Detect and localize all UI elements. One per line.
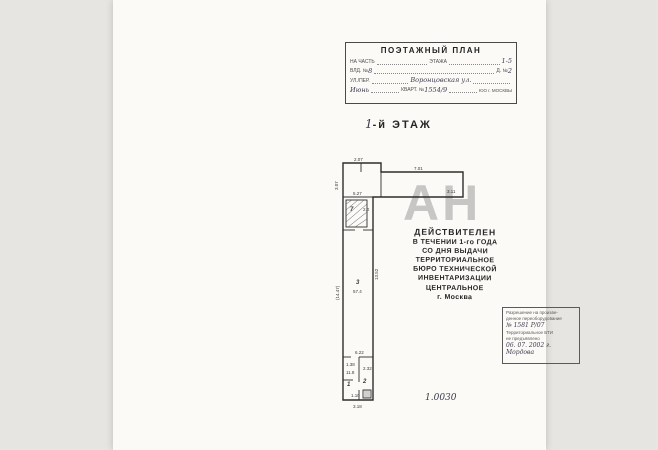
dotted-leader — [473, 79, 510, 84]
permission-line: Территориальное БТИ — [506, 329, 553, 335]
dotted-leader — [376, 60, 428, 65]
plan-area-label: 57.4 — [353, 289, 362, 294]
label-dom: Д. № — [496, 68, 508, 74]
permission-line: Разрешение на произве- — [506, 310, 558, 315]
permission-stamp-box: Разрешение на произве- денное переоборуд… — [502, 307, 580, 364]
plan-dimension-label: 3.07 — [334, 181, 339, 190]
value-vld: 8 — [368, 66, 373, 75]
plan-dimension-label: 6.22 — [355, 350, 364, 355]
plan-dimension-label: 3.11 — [447, 189, 456, 194]
permission-signature-handwritten: Мордова — [506, 349, 535, 357]
form-row-street: УЛ./ПЕР. Воронцовская ул. — [350, 77, 512, 84]
value-floor-range: 1-5 — [501, 57, 512, 65]
permission-line: не предъявлено — [506, 335, 540, 341]
form-row-vladenie: ВЛД. № 8 Д. № 2 — [350, 66, 512, 75]
bti-stamp-line: В ТЕЧЕНИИ 1-го ГОДА — [412, 238, 498, 247]
label-na-chast: НА ЧАСТЬ — [350, 58, 375, 65]
scanned-paper-sheet: ПОЭТАЖНЫЙ ПЛАН НА ЧАСТЬ ЭТАЖА 1-5 ВЛД. №… — [113, 0, 580, 450]
form-row-kvartal: Июнь КВАРТ. № 1554/9 ЮО г. МОСКВЫ — [350, 85, 512, 94]
plan-area-label: 11.8 — [346, 370, 355, 375]
floor-label: 1-й ЭТАЖ — [365, 117, 432, 131]
plan-stairs-treads — [364, 390, 370, 398]
floor-number-handwritten: 1 — [365, 117, 373, 131]
permission-line: денное переоборудование — [506, 316, 562, 322]
floor-plan-header-form: ПОЭТАЖНЫЙ ПЛАН НА ЧАСТЬ ЭТАЖА 1-5 ВЛД. №… — [345, 42, 517, 104]
bti-stamp-line: ДЕЙСТВИТЕЛЕН — [414, 226, 497, 238]
permission-date-handwritten: 06. 07. 2002 г. — [506, 341, 552, 349]
value-kvartal: 1554/9 — [424, 85, 448, 94]
floor-plan-drawing: 2.07 7.01 3.11 5.27 3.07 7 2.0 3 57.4 (1… — [334, 157, 464, 409]
plan-dimension-label: 3.18 — [353, 404, 362, 409]
plan-room-number: 1 — [347, 382, 351, 388]
label-street: УЛ./ПЕР. — [350, 77, 370, 84]
floor-suffix: -й ЭТАЖ — [372, 119, 432, 131]
plan-wc-room — [345, 199, 368, 228]
dotted-leader — [374, 69, 495, 74]
value-month: Июнь — [350, 85, 370, 94]
value-dom: 2 — [507, 66, 512, 75]
plan-dimension-label: 1.10 — [351, 393, 360, 398]
value-street: Воронцовская ул. — [410, 76, 472, 84]
plan-dimension-label: 7.01 — [414, 166, 423, 171]
label-district: ЮО г. МОСКВЫ — [479, 87, 512, 93]
plan-dimension-label: 2.07 — [354, 157, 363, 162]
dotted-leader — [449, 60, 500, 65]
dotted-leader — [371, 79, 409, 84]
label-etazha: ЭТАЖА — [429, 58, 447, 65]
document-title: ПОЭТАЖНЫЙ ПЛАН — [380, 46, 482, 55]
watermark-text: АН — [403, 175, 482, 231]
plan-room-number: 3 — [356, 280, 360, 286]
handwritten-page-number: 1.0030 — [425, 393, 457, 403]
plan-dimension-label: 13.52 — [374, 268, 379, 280]
plan-room-number: 7 — [350, 207, 354, 213]
plan-dimension-label: 2.0 — [363, 207, 370, 212]
plan-dimension-label: 1.38 — [346, 362, 355, 367]
plan-dimension-label: 2.32 — [363, 366, 372, 371]
dotted-leader — [449, 88, 478, 93]
bti-stamp-line: г. Москва — [437, 293, 473, 301]
dotted-leader — [371, 88, 400, 93]
bti-stamp-line: ИНВЕНТАРИЗАЦИИ — [418, 275, 492, 283]
bti-stamp: ДЕЙСТВИТЕЛЕН В ТЕЧЕНИИ 1-го ГОДА СО ДНЯ … — [404, 227, 507, 302]
plan-dimension-label: (14.47) — [335, 285, 340, 300]
permission-number-handwritten: № 1581 Р/07 — [506, 322, 545, 330]
plan-outline — [342, 162, 464, 401]
form-row-floor: НА ЧАСТЬ ЭТАЖА 1-5 — [350, 58, 512, 65]
plan-room-number: 2 — [362, 379, 367, 385]
plan-hatch — [345, 199, 368, 228]
label-vld: ВЛД. № — [350, 68, 369, 74]
label-kvartal: КВАРТ. № — [401, 87, 425, 93]
plan-dimension-label: 5.27 — [353, 191, 362, 196]
